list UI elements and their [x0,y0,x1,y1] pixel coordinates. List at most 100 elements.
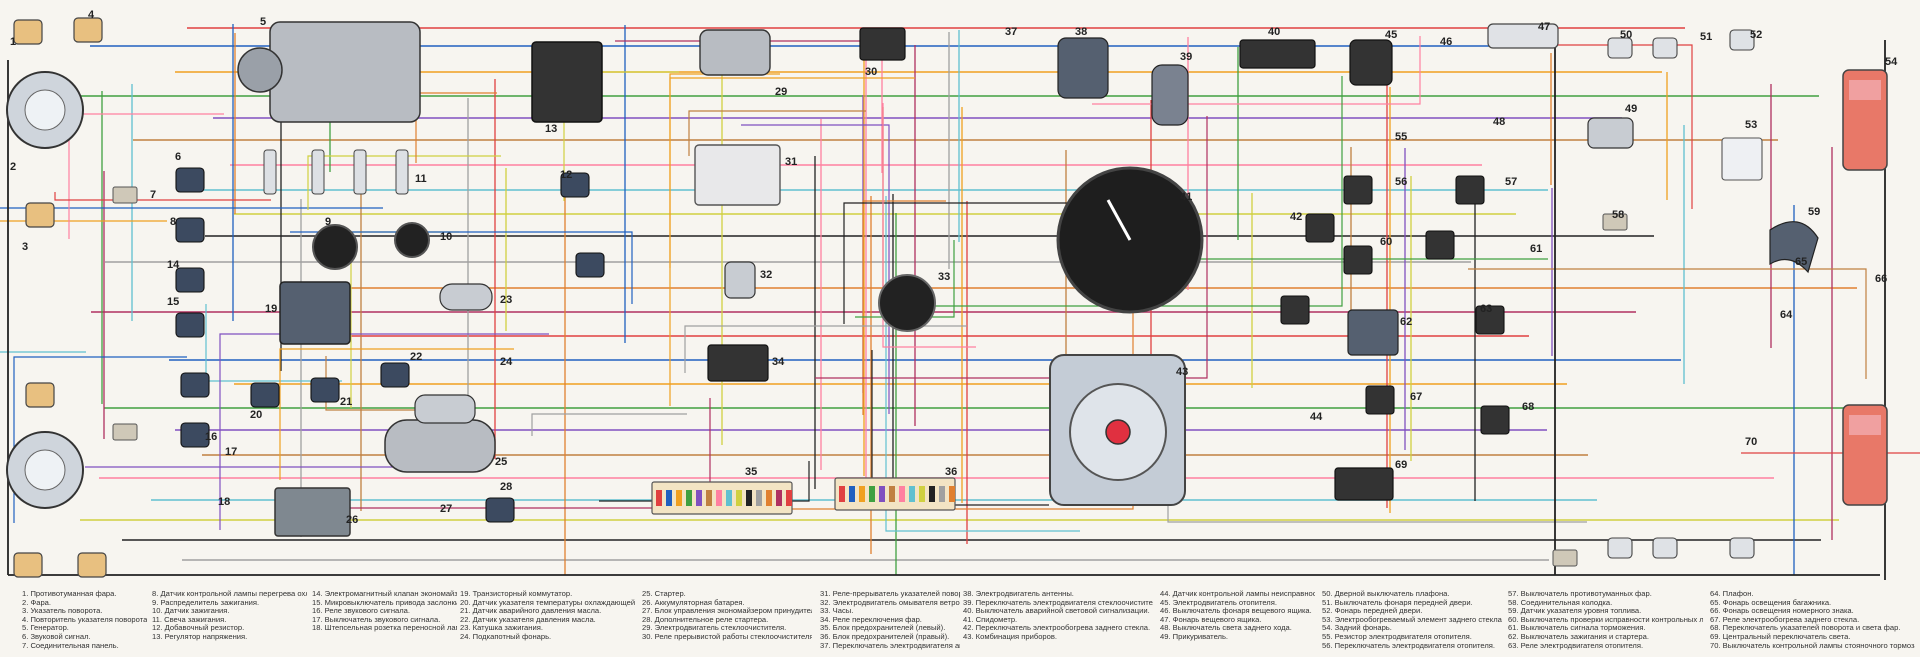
legend-item: 52. Фонарь передней двери. [1322,607,1423,616]
headlamp-lens [24,449,66,491]
legend-item: 42. Переключатель электрообогрева заднег… [963,624,1151,633]
spark-plug-icon [263,149,277,195]
legend-column-3: 14. Электромагнитный клапан экономайзера… [312,590,457,633]
legend-item: 67. Реле электрообогрева заднего стекла. [1710,615,1860,624]
switch-icon [1343,175,1373,205]
legend-item: 41. Спидометр. [963,615,1018,624]
switch-icon [1280,295,1310,325]
fuse [746,490,752,506]
legend-item: 53. Электрообогреваемый элемент заднего … [1322,615,1502,624]
legend-column-8: 44. Датчик контрольной лампы неисправнос… [1160,590,1315,642]
wire [843,202,1115,324]
component-number-label: 19 [265,303,277,315]
door-lamp-icon [1652,537,1678,559]
component-number-label: 25 [495,456,507,468]
legend-item: 46. Выключатель фонаря вещевого ящика. [1160,607,1312,616]
component-number-label: 31 [785,156,797,168]
fuse [899,486,905,502]
door-lamp-icon [1607,37,1633,59]
component-number-label: 61 [1530,243,1542,255]
wire [815,116,1208,379]
relay-icon [175,267,205,293]
wire [1741,452,1920,454]
switch-icon [1425,230,1455,260]
component-number-label: 42 [1290,211,1302,223]
light-switch-icon [1334,467,1394,501]
legend-item: 68. Переключатель указателей поворота и … [1710,624,1901,633]
component-number-label: 67 [1410,391,1422,403]
fuse [776,490,782,506]
legend-item: 38. Электродвигатель антенны. [963,590,1074,598]
component-number-label: 27 [440,503,452,515]
legend-column-4: 19. Транзисторный коммутатор. 20. Датчик… [460,590,635,642]
wiper-switch-icon [1151,64,1189,126]
starter-icon [384,419,496,473]
glovebox-lamp-icon [1487,23,1559,49]
heater-motor-icon [1349,39,1393,86]
switch-icon [1343,245,1373,275]
legend-column-10: 57. Выключатель противотуманных фар. 58.… [1508,590,1703,650]
component-number-label: 35 [745,466,757,478]
legend-column-5: 25. Стартер. 26. Аккумуляторная батарея.… [642,590,812,642]
legend-item: 63. Реле электродвигателя отопителя. [1508,641,1644,650]
door-lamp-icon [1652,37,1678,59]
legend-column-2: 8. Датчик контрольной лампы перегрева ох… [152,590,307,642]
component-number-label: 43 [1176,366,1188,378]
component-number-label: 69 [1395,459,1407,471]
wire [0,351,86,353]
legend-item: 16. Реле звукового сигнала. [312,607,411,616]
component-number-label: 21 [340,396,352,408]
legend-item: 28. Дополнительное реле стартера. [642,615,769,624]
relay-icon [175,167,205,193]
lamp-icon [73,17,103,43]
hazard-switch-icon [1239,39,1316,69]
rear-lamp-segment [1849,415,1881,435]
instrument-center [1105,419,1131,445]
wire-harness [0,24,1920,580]
legend-item: 21. Датчик аварийного давления масла. [460,607,602,616]
legend-item: 70. Выключатель контрольной лампы стояно… [1710,641,1915,650]
relay-icon [175,312,205,338]
relay-icon [575,252,605,278]
legend-item: 54. Задний фонарь. [1322,624,1392,633]
component-number-label: 14 [167,259,180,271]
wire [279,348,514,480]
headlamp-relay-icon [707,344,769,382]
legend-item: 48. Выключатель света заднего хода. [1160,624,1292,633]
legend-item: 60. Выключатель проверки исправности кон… [1508,615,1703,624]
legend-item: 35. Блок предохранителей (левый). [820,624,946,633]
fuse [849,486,855,502]
component-number-label: 34 [772,356,785,368]
relay-icon [180,422,210,448]
legend-item: 7. Соединительная панель. [22,641,119,650]
wire [924,76,1343,307]
legend-item: 59. Датчик указателя уровня топлива. [1508,607,1642,616]
legend-item: 17. Выключатель звукового сигнала. [312,615,441,624]
component-number-label: 54 [1885,56,1898,68]
relay-icon [175,217,205,243]
component-number-label: 46 [1440,36,1452,48]
component-number-label: 50 [1620,29,1632,41]
components [6,17,1888,578]
lamp-icon [13,19,43,45]
component-number-label: 4 [88,9,95,21]
relay-icon [180,372,210,398]
connector-block-icon [112,186,138,204]
legend-item: 49. Прикуриватель. [1160,632,1229,641]
spark-plug-icon [395,149,409,195]
legend-item: 1. Противотуманная фара. [22,590,117,598]
component-legend: 1. Противотуманная фара. 2. Фара. 3. Ука… [0,590,1920,657]
component-number-label: 41 [1180,191,1192,203]
component-number-label: 16 [205,431,217,443]
connector-block-icon [1552,549,1578,567]
sensor-icon [394,222,430,258]
legend-item: 27. Блок управления экономайзером принуд… [642,607,812,616]
component-number-label: 17 [225,446,237,458]
component-number-label: 28 [500,481,512,493]
legend-item: 29. Электродвигатель стеклоочистителя. [642,624,787,633]
legend-item: 39. Переключатель электродвигателя стекл… [963,598,1153,607]
legend-item: 34. Реле переключения фар. [820,615,922,624]
legend-item: 65. Фонарь освещения багажника. [1710,598,1832,607]
legend-item: 2. Фара. [22,598,51,607]
